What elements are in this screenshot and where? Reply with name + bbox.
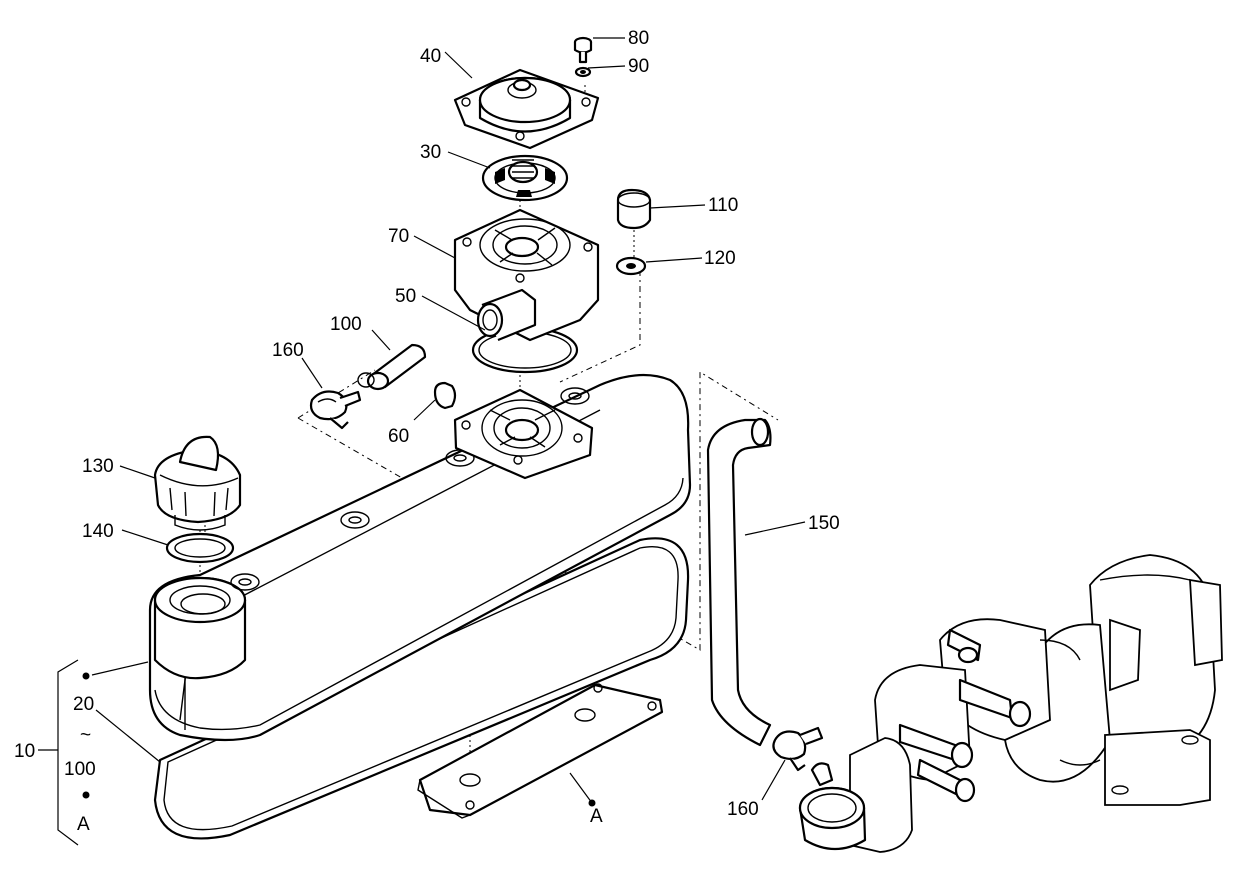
cover-gasket-20 <box>153 537 690 840</box>
label-160-top: 160 <box>272 340 304 361</box>
plug-60 <box>433 381 457 410</box>
valve-cover-10 <box>148 373 692 742</box>
top-cover-40 <box>453 68 600 150</box>
label-100-range: 100 <box>64 759 96 780</box>
label-40: 40 <box>420 46 441 67</box>
leader-lines <box>91 37 806 804</box>
label-80: 80 <box>628 28 649 49</box>
bracket-plate <box>417 683 664 819</box>
diaphragm-30 <box>481 154 569 202</box>
washer-90 <box>574 66 592 78</box>
label-30: 30 <box>420 142 441 163</box>
washer-120 <box>615 256 647 276</box>
label-100-hose: 100 <box>330 314 362 335</box>
callout-labels: 40 80 90 30 110 70 120 50 100 160 60 130… <box>14 28 840 835</box>
hose-clamp-160-top <box>309 390 362 430</box>
label-70: 70 <box>388 226 409 247</box>
label-110: 110 <box>708 195 738 216</box>
label-150: 150 <box>808 513 840 534</box>
label-140: 140 <box>82 521 114 542</box>
label-10: 10 <box>14 741 35 762</box>
screw-80 <box>573 36 593 64</box>
hose-clamp-160-bottom <box>772 726 824 772</box>
label-160-bottom: 160 <box>727 799 759 820</box>
label-90: 90 <box>628 56 649 77</box>
cap-110 <box>616 188 652 230</box>
label-a-range: A <box>77 814 90 835</box>
o-ring-140 <box>165 532 235 564</box>
label-a-ref: A <box>590 806 603 827</box>
label-130: 130 <box>82 456 114 477</box>
hose-100 <box>357 343 427 391</box>
filler-cap-130 <box>153 435 242 531</box>
label-20: 20 <box>73 694 94 715</box>
label-120: 120 <box>704 248 736 269</box>
label-60: 60 <box>388 426 409 447</box>
label-50: 50 <box>395 286 416 307</box>
engine-block-background <box>798 554 1223 853</box>
breather-body-70 <box>453 208 600 342</box>
range-bracket <box>38 659 596 846</box>
label-tilde: ~ <box>80 725 91 746</box>
hose-150 <box>706 417 772 747</box>
